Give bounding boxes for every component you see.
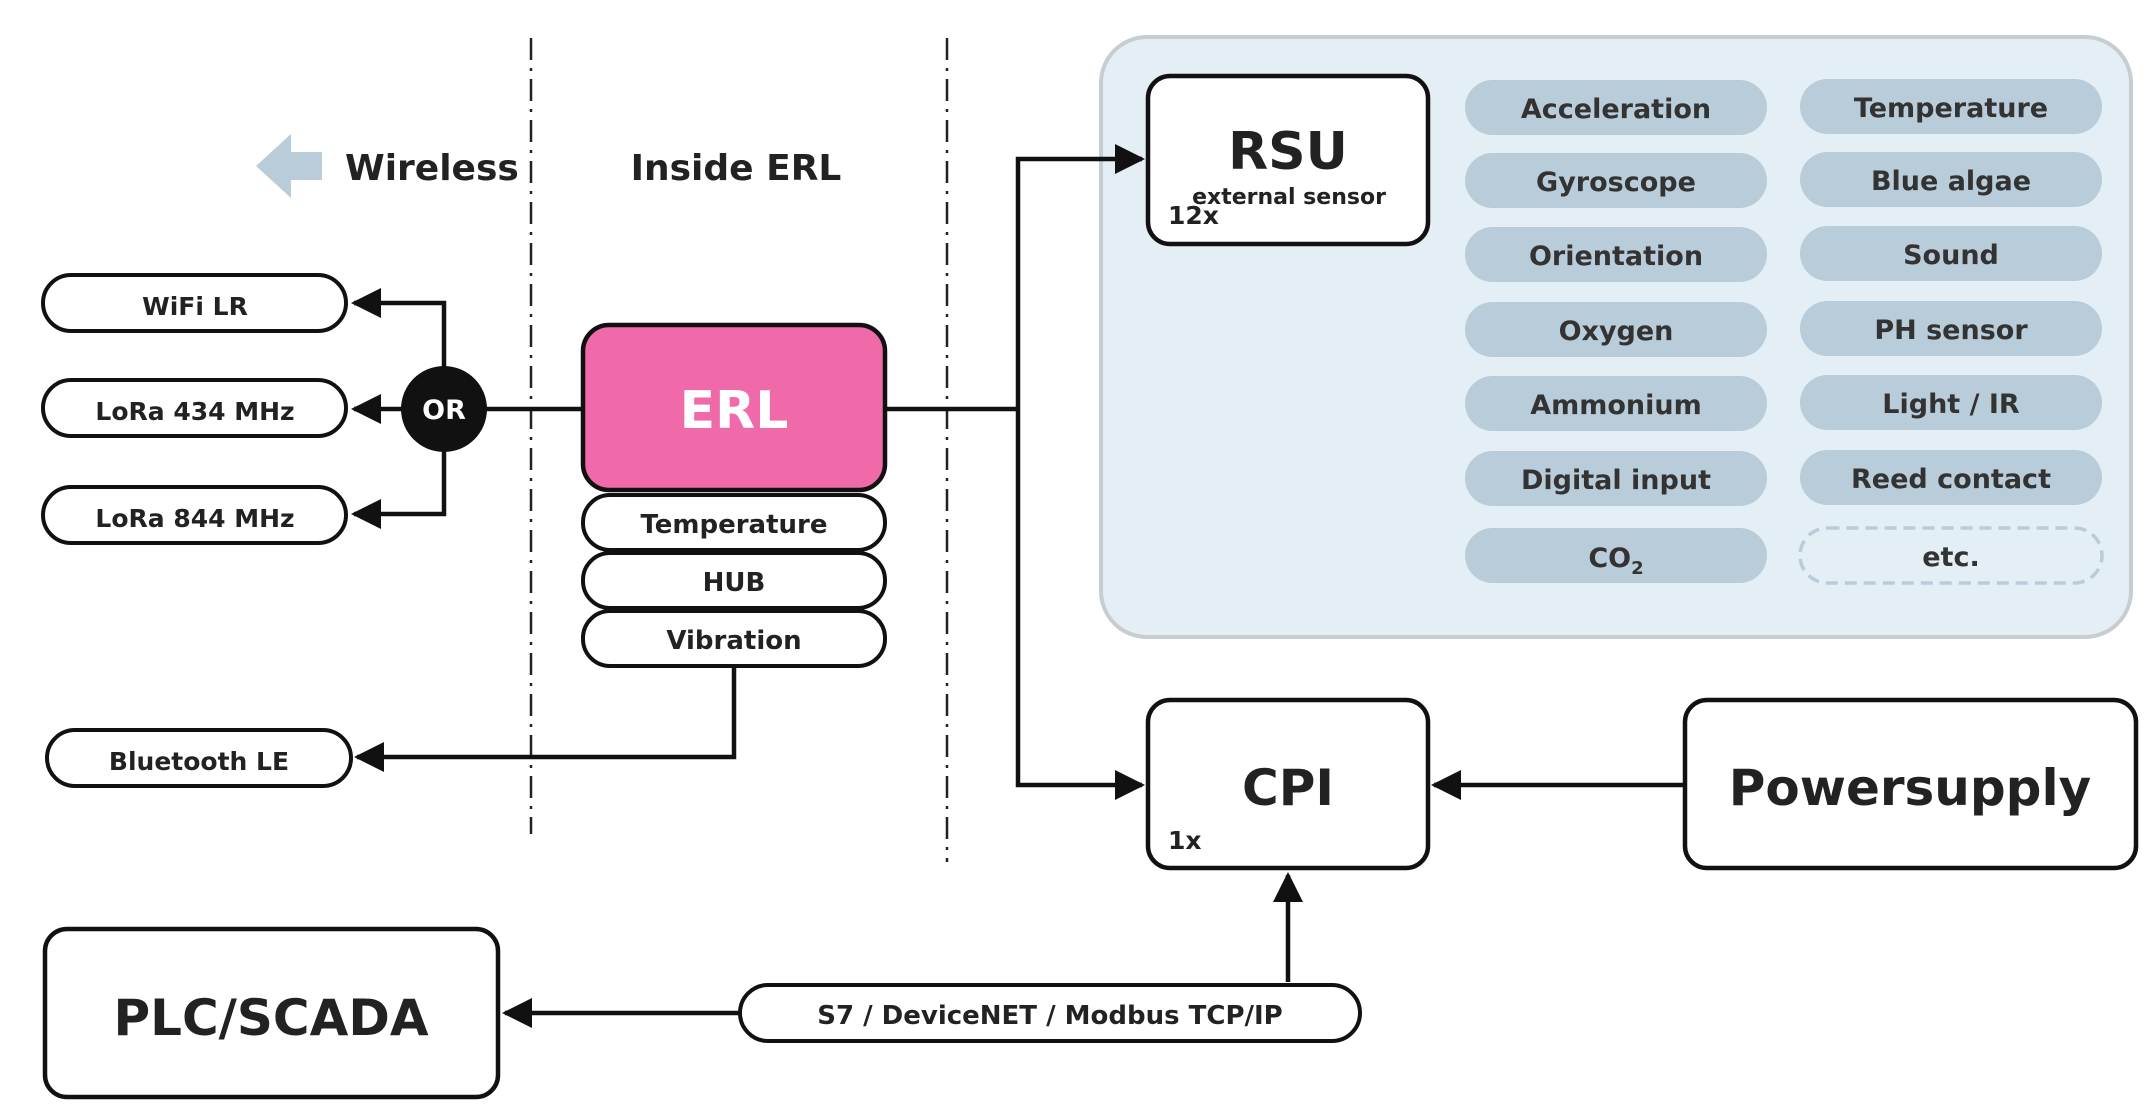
erl-module-temperature — [581, 493, 887, 552]
sensor-pill-co2 — [1465, 528, 1767, 583]
sensor-pill-gyroscope — [1465, 153, 1767, 208]
erl-module-vibration-label: Vibration — [666, 626, 801, 656]
sensor-pill-ammonium-label: Ammonium — [1530, 390, 1702, 421]
cpi-count: 1x — [1168, 826, 1202, 855]
sensor-pill-oxygen-label: Oxygen — [1559, 316, 1674, 347]
sensor-pill-ph-sensor — [1800, 301, 2102, 356]
sensor-pill-digital-input — [1465, 451, 1767, 506]
or-node — [401, 366, 487, 452]
sensor-pill-oxygen — [1465, 302, 1767, 357]
sensor-pill-ph-sensor-label: PH sensor — [1874, 315, 2028, 346]
erl-to-rsu-line — [1015, 144, 1145, 409]
or-label: OR — [422, 395, 466, 426]
sensor-pill-blue-algae-label: Blue algae — [1871, 166, 2031, 197]
wireless-arrow-icon — [256, 134, 322, 198]
sensor-pill-ammonium — [1465, 376, 1767, 431]
erl-label: ERL — [680, 381, 789, 441]
sensor-pill-blue-algae — [1800, 152, 2102, 207]
powersupply-label: Powersupply — [1729, 759, 2091, 817]
co2-subscript: 2 — [1631, 558, 1644, 579]
co2-main: CO — [1588, 543, 1631, 574]
vibration-to-bluetooth-line — [354, 666, 737, 772]
protocol-label: S7 / DeviceNET / Modbus TCP/IP — [817, 1001, 1283, 1031]
bluetooth-label: Bluetooth LE — [109, 747, 289, 776]
sensor-pill-light-ir-label: Light / IR — [1882, 389, 2020, 420]
sensor-pill-co2-label: CO2 — [1588, 543, 1643, 579]
wifi-lr-box — [41, 273, 348, 333]
erl-module-temperature-label: Temperature — [640, 510, 827, 540]
lora-434-label: LoRa 434 MHz — [95, 397, 294, 426]
lora-844-box — [41, 485, 348, 545]
sensor-pill-gyroscope-label: Gyroscope — [1536, 167, 1696, 198]
plc-scada-label: PLC/SCADA — [113, 989, 428, 1047]
sensor-pill-acceleration — [1465, 80, 1767, 135]
sensor-pill-acceleration-label: Acceleration — [1521, 94, 1711, 125]
rsu-block — [1145, 73, 1431, 247]
sensor-pill-etc-label: etc. — [1922, 542, 1979, 573]
sensor-pill-digital-input-label: Digital input — [1521, 465, 1711, 496]
sensor-pill-reed-contact-label: Reed contact — [1851, 464, 2051, 495]
sensor-pill-light-ir — [1800, 375, 2102, 430]
wifi-lr-label: WiFi LR — [142, 292, 248, 321]
sensor-pill-temperature — [1800, 79, 2102, 134]
sensor-pill-sound — [1800, 226, 2102, 281]
erl-to-cpi-line — [1015, 409, 1145, 800]
cpi-title: CPI — [1242, 759, 1334, 817]
cpi-block — [1145, 697, 1431, 871]
header-inside-erl: Inside ERL — [631, 148, 842, 189]
header-wireless: Wireless — [345, 148, 519, 189]
lora-844-label: LoRa 844 MHz — [95, 504, 294, 533]
rsu-title: RSU — [1228, 122, 1348, 182]
lora-434-box — [41, 378, 348, 438]
erl-module-hub-label: HUB — [703, 568, 766, 598]
sensor-pill-temperature-label: Temperature — [1854, 93, 2048, 124]
erl-module-hub — [581, 551, 887, 610]
sensor-pill-sound-label: Sound — [1903, 240, 1999, 271]
rsu-subtitle: external sensor — [1192, 185, 1386, 210]
rsu-count: 12x — [1168, 201, 1219, 230]
sensor-pill-orientation — [1465, 227, 1767, 282]
sensor-pill-reed-contact — [1800, 450, 2102, 505]
sensor-pill-orientation-label: Orientation — [1529, 241, 1703, 272]
plc-scada-block — [42, 926, 501, 1100]
bluetooth-box — [45, 728, 353, 788]
sensor-pill-etc — [1798, 526, 2104, 585]
